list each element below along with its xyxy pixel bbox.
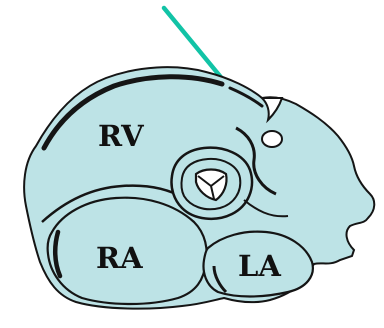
label-la: LA — [238, 249, 281, 283]
label-ra: RA — [96, 241, 143, 275]
label-rv: RV — [98, 119, 144, 153]
orifice-circle — [262, 131, 282, 147]
